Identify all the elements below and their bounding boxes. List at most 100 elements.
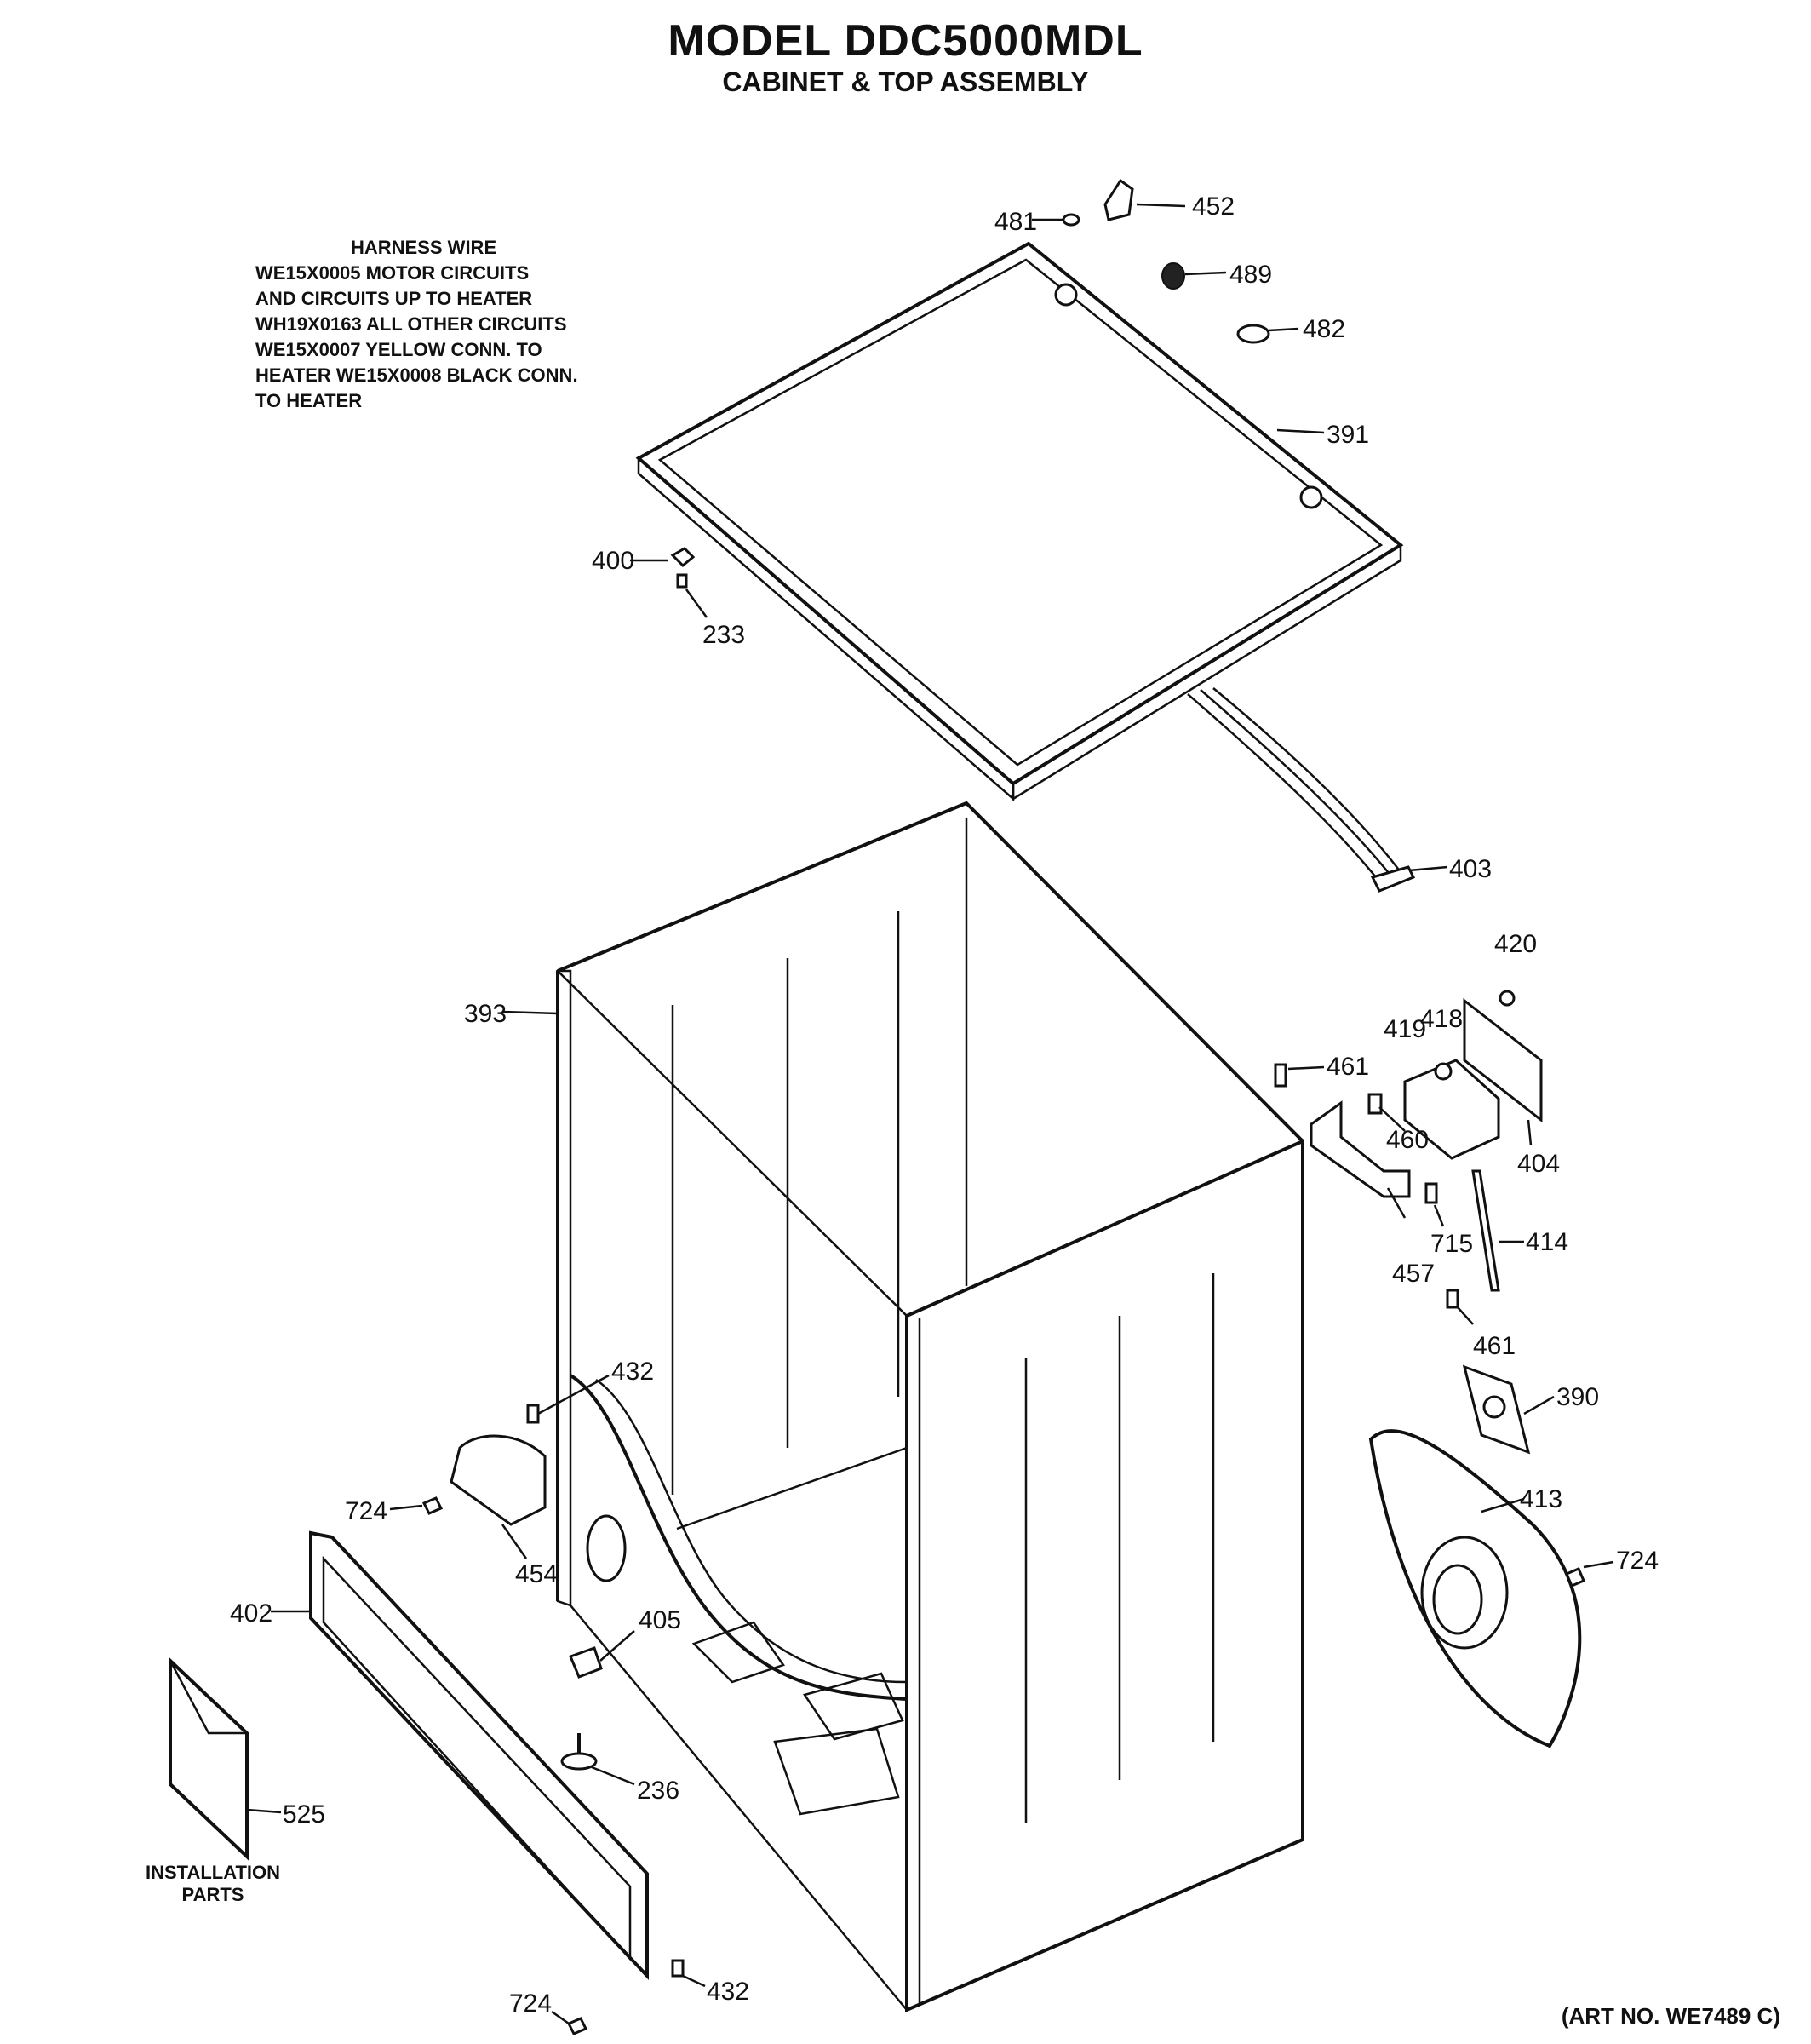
part-label-419: 419 xyxy=(1384,1015,1426,1043)
harness-note-line: AND CIRCUITS UP TO HEATER xyxy=(255,288,533,309)
part-label-414: 414 xyxy=(1526,1228,1568,1256)
leader-line xyxy=(1184,271,1227,276)
cabinet-left-flange xyxy=(556,969,572,1607)
leader-line xyxy=(1287,1065,1325,1071)
harness-line xyxy=(1200,689,1393,878)
part-label-724: 724 xyxy=(345,1497,387,1525)
part-label-724: 724 xyxy=(1616,1547,1659,1575)
harness-connector xyxy=(1370,865,1416,893)
top-panel-right-edge xyxy=(1012,543,1402,801)
part-label-715: 715 xyxy=(1430,1230,1473,1258)
harness-note-title: HARNESS WIRE xyxy=(351,237,497,258)
cabinet-top-rim xyxy=(555,801,1305,1318)
part-label-460: 460 xyxy=(1386,1126,1429,1154)
part-label-393: 393 xyxy=(464,1000,507,1028)
leader-line xyxy=(501,1524,528,1559)
front-parts xyxy=(169,1404,685,2035)
screw-724 xyxy=(421,1496,444,1515)
leader-line xyxy=(1481,1497,1525,1513)
top-panel-hole xyxy=(1299,485,1323,509)
envelope-flap xyxy=(169,1660,247,1735)
harness-note-line: WE15X0005 MOTOR CIRCUITS xyxy=(255,262,530,284)
cabinet-emboss xyxy=(691,1621,785,1684)
top-panel xyxy=(635,241,1404,801)
bracket-454 xyxy=(450,1434,547,1526)
terminal-block xyxy=(1403,1059,1500,1160)
cabinet-bottom-edge xyxy=(570,1605,908,2011)
cabinet-right-panel xyxy=(905,1138,1304,2013)
right-side-parts xyxy=(1274,990,1585,1748)
part-label-461: 461 xyxy=(1473,1332,1516,1360)
cabinet-shell xyxy=(555,801,1305,2013)
part-label-402: 402 xyxy=(230,1599,272,1628)
bracket-404 xyxy=(1463,997,1543,1123)
leader-line xyxy=(682,1974,706,1988)
screw-461 xyxy=(1446,1289,1459,1309)
page-subtitle: CABINET & TOP ASSEMBLY xyxy=(722,66,1089,97)
leader-line xyxy=(685,589,708,618)
part-label-413: 413 xyxy=(1520,1485,1562,1513)
exhaust-outlet-inner xyxy=(1432,1564,1483,1635)
harness-wire-403 xyxy=(1187,687,1416,893)
part-label-236: 236 xyxy=(637,1777,679,1805)
part-label-457: 457 xyxy=(1392,1260,1435,1288)
page-title: MODEL DDC5000MDL xyxy=(668,16,1143,66)
clip-405 xyxy=(569,1646,603,1679)
part-label-233: 233 xyxy=(702,621,745,649)
leader-line xyxy=(246,1808,282,1814)
plate-390-hole xyxy=(1482,1395,1506,1419)
clip-400 xyxy=(670,547,696,568)
toe-panel-402 xyxy=(309,1530,649,1981)
part-label-461: 461 xyxy=(1327,1053,1369,1081)
installation-label-line: INSTALLATION xyxy=(145,1862,281,1883)
harness-note-line: WH19X0163 ALL OTHER CIRCUITS xyxy=(255,313,567,335)
part-number-labels: 481 452 489 482 391 400 233 403 420 393 … xyxy=(230,192,1659,2018)
leader-line xyxy=(389,1504,423,1511)
harness-note-line: TO HEATER xyxy=(255,390,363,411)
cabinet-emboss xyxy=(802,1672,904,1741)
leader-lines xyxy=(246,203,1614,2025)
leader-line xyxy=(1386,1187,1407,1219)
part-label-418: 418 xyxy=(1420,1005,1463,1033)
clip-481 xyxy=(1062,213,1080,227)
part-label-420: 420 xyxy=(1494,930,1537,958)
leader-line xyxy=(501,1010,559,1015)
part-label-481: 481 xyxy=(994,208,1037,236)
clip-432 xyxy=(526,1404,540,1424)
screw-724 xyxy=(1565,1567,1585,1588)
installation-envelope-525 xyxy=(169,1656,249,1861)
cap-482 xyxy=(1236,324,1270,344)
part-label-489: 489 xyxy=(1229,261,1272,289)
part-label-432: 432 xyxy=(707,1978,749,2006)
leader-line xyxy=(551,2010,570,2025)
top-panel-inner-line xyxy=(657,258,1384,766)
part-label-400: 400 xyxy=(592,547,634,575)
leader-line xyxy=(1433,1204,1445,1227)
screw-460 xyxy=(1367,1093,1383,1115)
installation-label-line: PARTS xyxy=(181,1884,244,1905)
leader-line xyxy=(1276,428,1325,434)
part-label-452: 452 xyxy=(1192,192,1235,221)
screw-233 xyxy=(676,573,688,589)
harness-line xyxy=(1212,687,1405,876)
top-panel-outline xyxy=(635,241,1404,786)
part-label-405: 405 xyxy=(639,1606,681,1634)
leader-line xyxy=(1268,327,1299,332)
part-label-525: 525 xyxy=(283,1800,325,1829)
screw-715 xyxy=(1424,1182,1438,1204)
bracket-457 xyxy=(1310,1100,1411,1198)
cabinet-front-arch-inner xyxy=(595,1378,908,1684)
cabinet-front-hole xyxy=(586,1514,627,1582)
leader-line xyxy=(599,1630,635,1662)
art-number: (ART NO. WE7489 C) xyxy=(1561,2003,1780,2029)
toe-panel-inner xyxy=(322,1555,632,1962)
screw-724 xyxy=(566,2017,588,2035)
part-label-390: 390 xyxy=(1556,1383,1599,1411)
leader-line xyxy=(537,1374,610,1415)
top-panel-hole xyxy=(1054,283,1078,307)
harness-note-line: WE15X0007 YELLOW CONN. TO xyxy=(255,339,542,360)
leader-line xyxy=(1457,1306,1474,1325)
leader-line xyxy=(591,1766,635,1786)
bumper-489 xyxy=(1161,262,1185,290)
